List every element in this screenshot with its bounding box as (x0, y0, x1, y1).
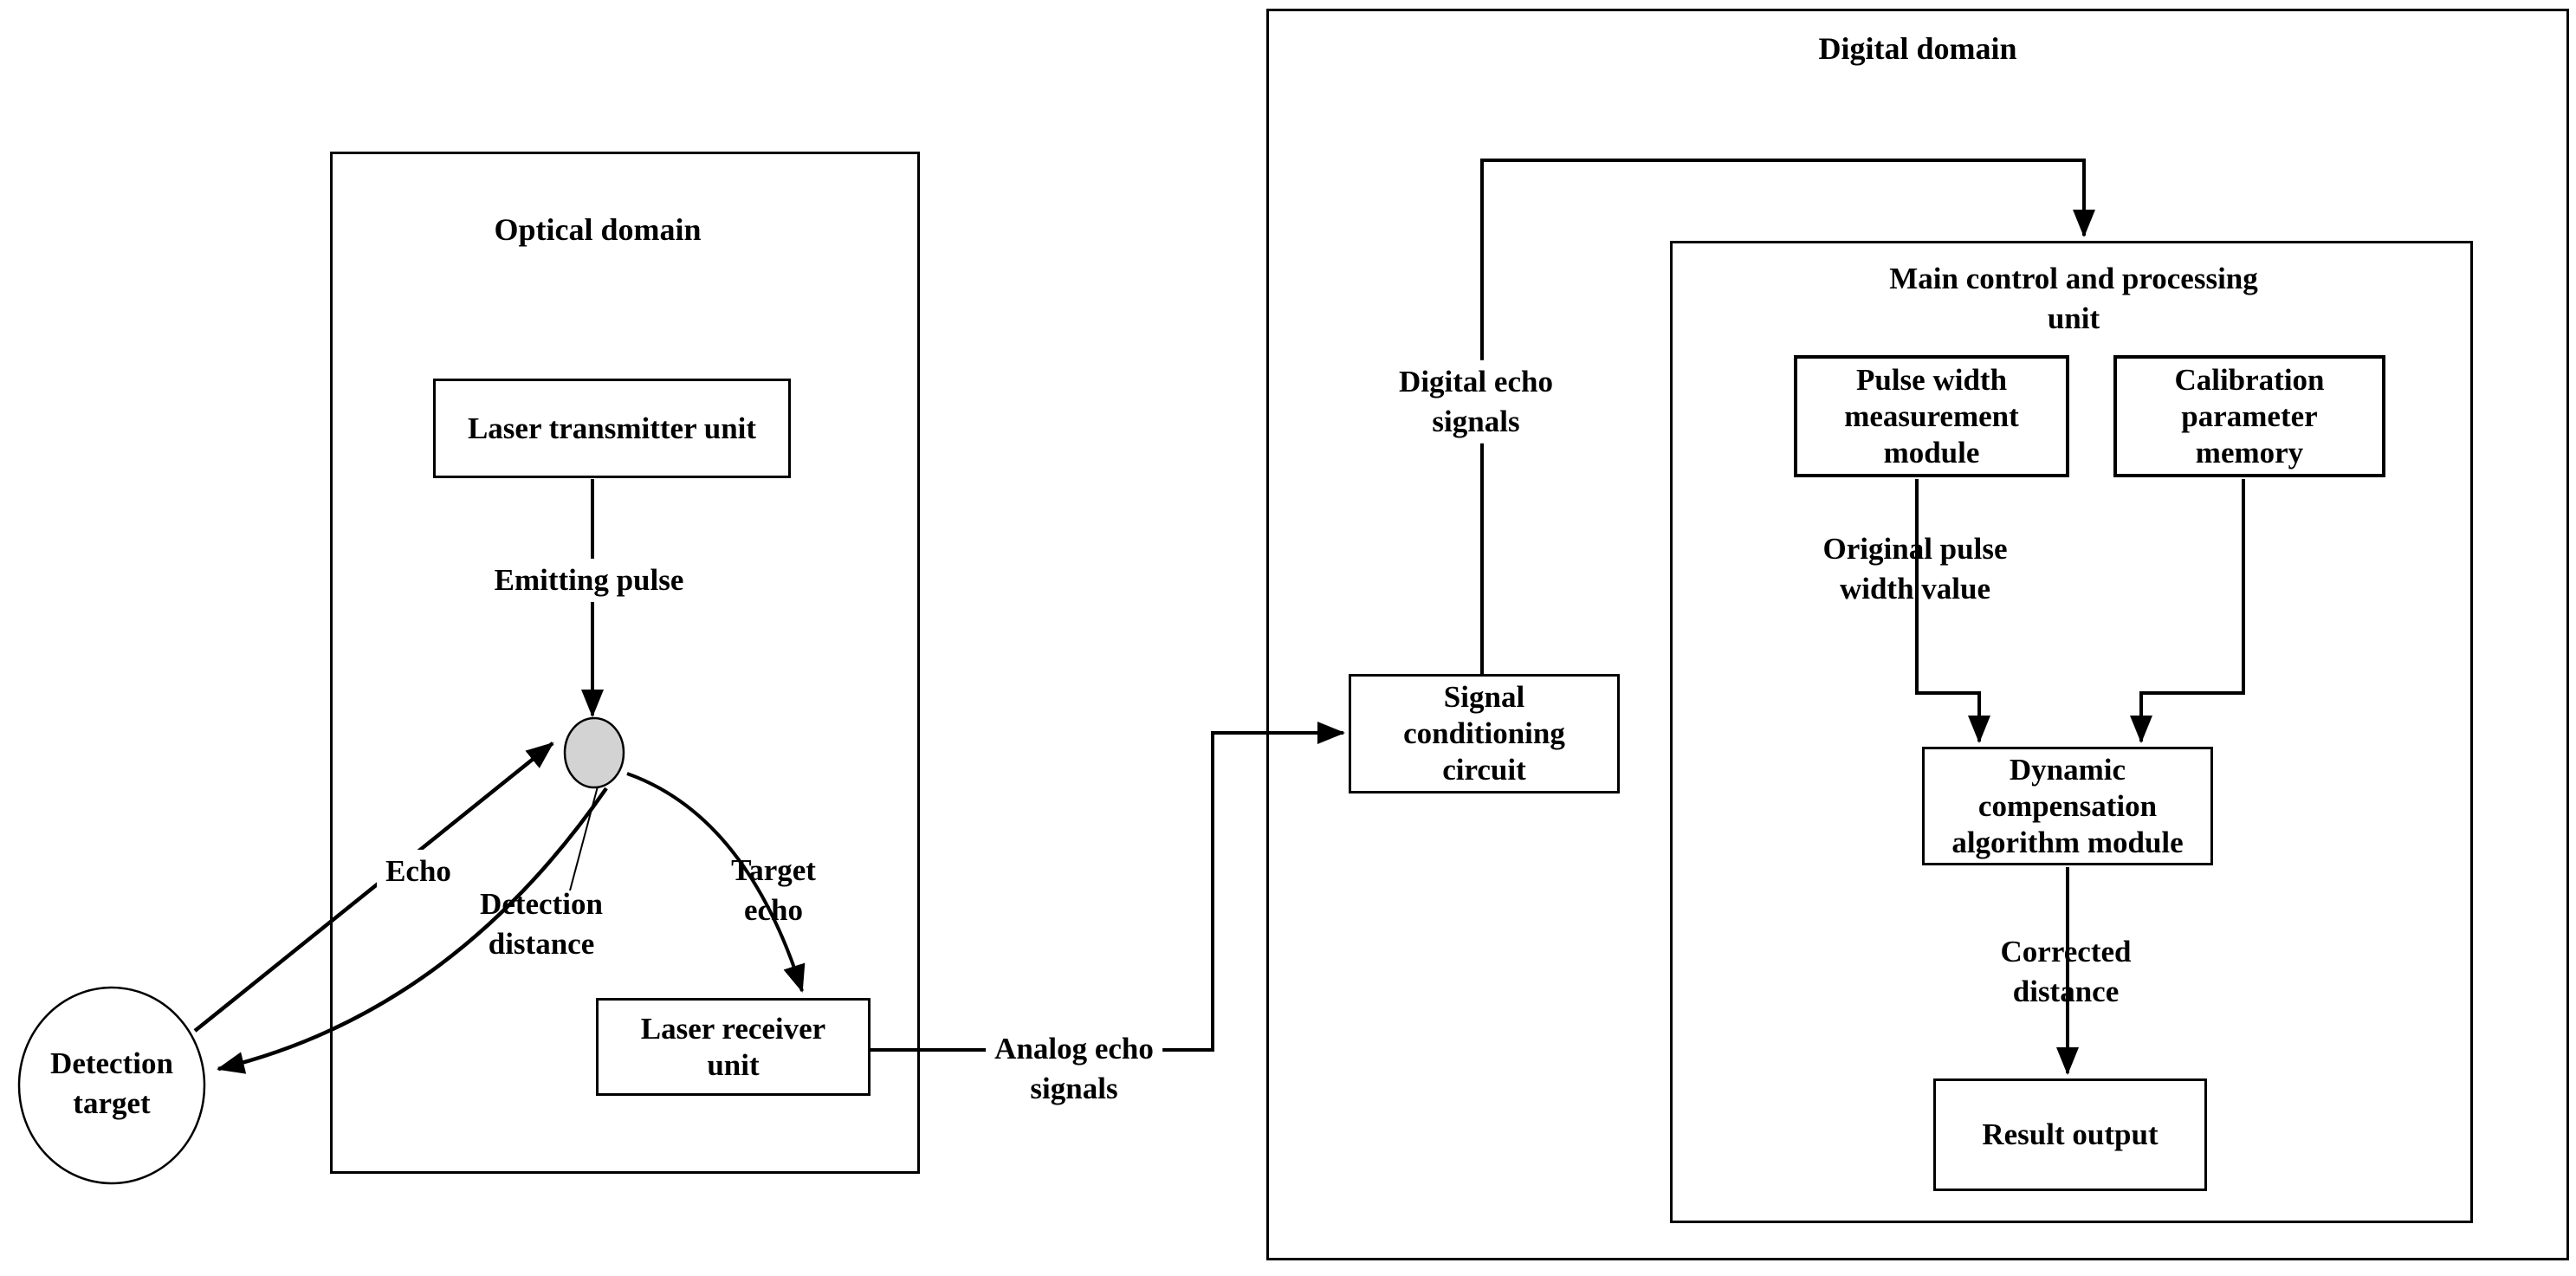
signal-conditioning-box: Signal conditioning circuit (1349, 674, 1620, 793)
dynamic-compensation-label: Dynamic compensation algorithm module (1951, 752, 2184, 859)
detection-target-ellipse (17, 986, 206, 1185)
original-pulse-width-label: Original pulse width value (1822, 531, 2008, 606)
emitted-beam-arrow (217, 787, 608, 1074)
detection-target-label: Detection target (50, 1046, 173, 1120)
dynamic-compensation-box: Dynamic compensation algorithm module (1922, 747, 2213, 865)
digital-domain-title: Digital domain (1818, 31, 2017, 67)
emitting-pulse-label: Emitting pulse (485, 558, 693, 603)
main-control-title: Main control and processing unit (1889, 261, 2258, 335)
pulse-width-module-label: Pulse width measurement module (1844, 362, 2019, 470)
result-output-box: Result output (1933, 1078, 2207, 1191)
target-echo-arrow (626, 772, 806, 993)
echo-label: Echo (377, 849, 460, 894)
analog-echo-signals-label: Analog echo signals (986, 1027, 1162, 1111)
digital-domain-frame (1266, 9, 2569, 1260)
pulse-width-module-box: Pulse width measurement module (1794, 355, 2069, 477)
laser-transmitter-box: Laser transmitter unit (433, 379, 791, 478)
target-echo-label: Target echo (731, 852, 816, 927)
corrected-distance-label: Corrected distance (2000, 934, 2132, 1008)
beam-splitter-lens (563, 716, 625, 789)
optical-domain-title: Optical domain (494, 212, 702, 248)
main-control-frame (1670, 241, 2473, 1223)
pulse-width-connector (1915, 479, 1990, 743)
laser-receiver-box: Laser receiver unit (596, 998, 871, 1096)
detection-distance-label: Detection distance (480, 886, 603, 961)
calibration-connector (2130, 479, 2245, 743)
signal-conditioning-label: Signal conditioning circuit (1403, 680, 1565, 787)
digital-echo-signals-label: Digital echo signals (1390, 359, 1562, 444)
result-output-label: Result output (1982, 1117, 2159, 1151)
detection-distance-leader (569, 786, 599, 891)
laser-receiver-label: Laser receiver unit (640, 1011, 826, 1082)
laser-transmitter-label: Laser transmitter unit (467, 411, 757, 445)
echo-arrow (193, 742, 554, 1033)
optical-domain-frame (330, 152, 920, 1174)
calibration-memory-box: Calibration parameter memory (2113, 355, 2385, 477)
calibration-memory-label: Calibration parameter memory (2174, 362, 2325, 470)
